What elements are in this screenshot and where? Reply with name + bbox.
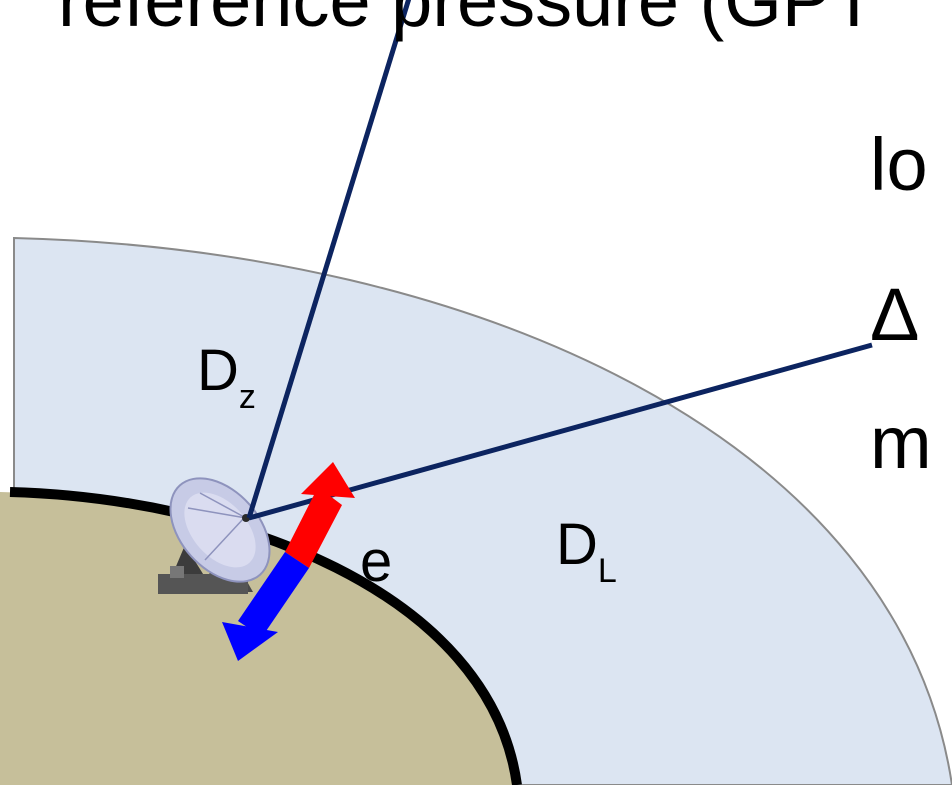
slant-delay-subscript: L bbox=[597, 552, 617, 590]
slant-delay-label: DL bbox=[556, 516, 617, 590]
zenith-delay-label: Dz bbox=[197, 342, 256, 416]
zenith-delay-ray bbox=[246, 0, 412, 519]
arrow-up-shaft bbox=[285, 487, 342, 568]
right-text-line-1: lo bbox=[870, 123, 928, 206]
direction-label: e bbox=[360, 529, 393, 594]
radio-telescope-icon bbox=[158, 477, 271, 594]
right-text-line-3: m bbox=[870, 401, 932, 484]
vertical-displacement-arrow bbox=[222, 462, 355, 661]
slant-delay-ray bbox=[248, 342, 873, 521]
top-text-line: reference pressure (GPT bbox=[58, 0, 877, 42]
zenith-delay-symbol: D bbox=[197, 338, 239, 403]
right-text-line-2: Δ bbox=[870, 273, 920, 356]
zenith-delay-subscript: z bbox=[238, 378, 256, 416]
arrow-down-shaft bbox=[238, 552, 309, 637]
arrow-down-head bbox=[222, 622, 278, 661]
earth-surface-outline bbox=[9, 487, 522, 785]
arrow-up-head bbox=[301, 462, 355, 498]
slant-delay-symbol: D bbox=[556, 512, 598, 577]
